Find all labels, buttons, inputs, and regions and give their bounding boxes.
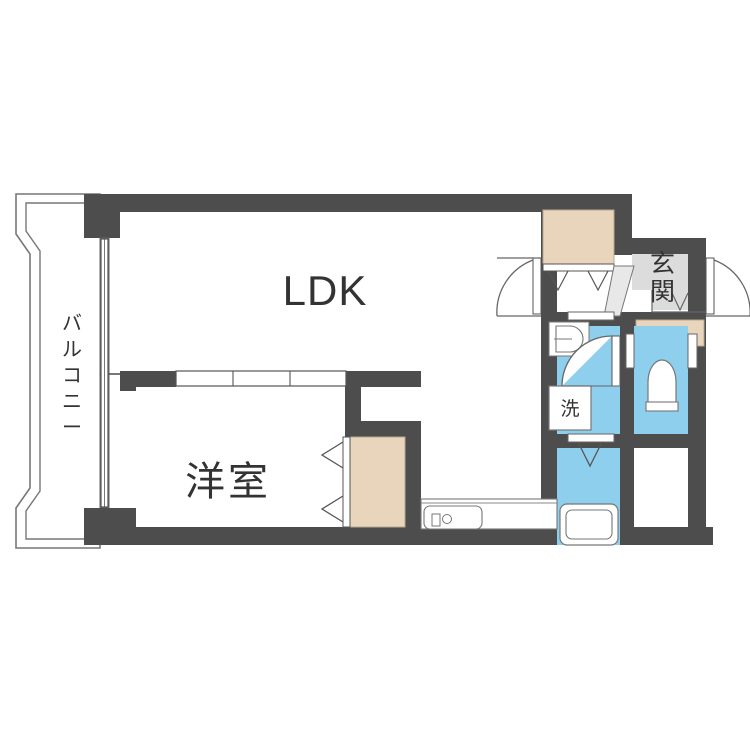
bathroom-door-fold-marker [577, 441, 603, 468]
washing-machine-box [548, 385, 592, 431]
wall-top-genkan [632, 238, 706, 254]
toilet-window [687, 333, 698, 369]
wall-toilet-bottom [620, 434, 706, 448]
wall-bedroom-corner-left [120, 371, 136, 391]
wall-bottom-bedroom [136, 527, 421, 545]
washroom-door-swing-arc [561, 335, 613, 387]
bathroom-area [557, 433, 620, 546]
genkan-char-2: 関 [650, 278, 676, 306]
washroom-area [548, 311, 621, 434]
toilet-area [625, 326, 698, 434]
wall-right-entry [688, 238, 706, 322]
toilet-door-leaf[interactable] [625, 333, 635, 369]
closet-upper-door-track[interactable] [542, 263, 615, 272]
kitchen-faucet [431, 513, 441, 527]
wall-closet-right [614, 194, 632, 255]
wall-top-closet [541, 194, 632, 210]
wall-column-bottom-left [84, 508, 136, 545]
bathtub [559, 503, 619, 546]
wall-top-ldk [84, 194, 557, 212]
room-label-balcony: バ ル コ ニ ー [62, 313, 82, 439]
closet-bedroom-fold-marker-top [320, 441, 344, 469]
room-label-yoshitsu: 洋室 [185, 460, 271, 504]
closet-upper-fold-marker-left [547, 270, 569, 292]
washroom-door[interactable] [561, 335, 621, 387]
balcony-char-1: バ [62, 313, 82, 335]
wall-right-lower [688, 322, 706, 545]
balcony-char-3: コ [62, 365, 82, 387]
genkan-hall-door[interactable] [603, 265, 635, 317]
closet-upper-fill[interactable] [542, 209, 615, 265]
room-label-sen: 洗 [560, 398, 579, 420]
wall-closet-bedroom-top [345, 421, 421, 437]
toilet-fixture [645, 359, 679, 412]
wall-bedroom-top-right [345, 371, 421, 387]
closet-bedroom-fold-marker-bottom [320, 495, 344, 523]
balcony-area [15, 193, 101, 549]
ldk-door-leaf[interactable] [532, 257, 542, 315]
front-door-leaf[interactable] [705, 257, 715, 315]
closet-bedroom[interactable] [320, 436, 406, 528]
wash-basin [548, 321, 590, 357]
washroom-top-opening [567, 311, 615, 321]
bathtub-inner [565, 509, 613, 540]
closet-bedroom-fill[interactable] [349, 436, 406, 528]
genkan-char-1: 玄 [650, 250, 676, 278]
closet-upper-fold-marker-right [587, 270, 609, 292]
bathroom-door-track[interactable] [567, 433, 615, 443]
genkan-step-edge [651, 290, 706, 313]
room-label-genkan: 玄 関 [650, 250, 676, 306]
washroom-door-leaf[interactable] [611, 335, 621, 387]
genkan-hall-door-leaf[interactable] [603, 265, 635, 317]
balcony-char-4: ニ [62, 391, 82, 413]
ldk-entry-door[interactable] [496, 257, 542, 317]
balcony-char-5: ー [62, 417, 82, 439]
closet-upper[interactable] [542, 209, 615, 292]
balcony-char-2: ル [62, 339, 82, 361]
wall-bath-right [620, 448, 634, 545]
ldk-door-swing-arc [496, 259, 534, 317]
wall-closet-bedroom-right [405, 435, 421, 545]
toilet-bowl [647, 359, 677, 405]
toilet-tank [645, 401, 679, 412]
closet-bedroom-door-leaf[interactable] [342, 436, 351, 528]
genkan-door-fold-marker [671, 292, 689, 312]
genkan-area [632, 254, 706, 313]
genkan-floor-fill [632, 254, 688, 290]
balcony-sliding-window [100, 238, 109, 508]
kitchen-sink-drain [442, 514, 452, 524]
sliding-partition-panel[interactable] [175, 370, 347, 387]
kitchen-counter [420, 498, 558, 530]
sliding-partition-ldk-bedroom[interactable] [175, 370, 347, 387]
room-label-ldk: LDK [283, 267, 368, 314]
